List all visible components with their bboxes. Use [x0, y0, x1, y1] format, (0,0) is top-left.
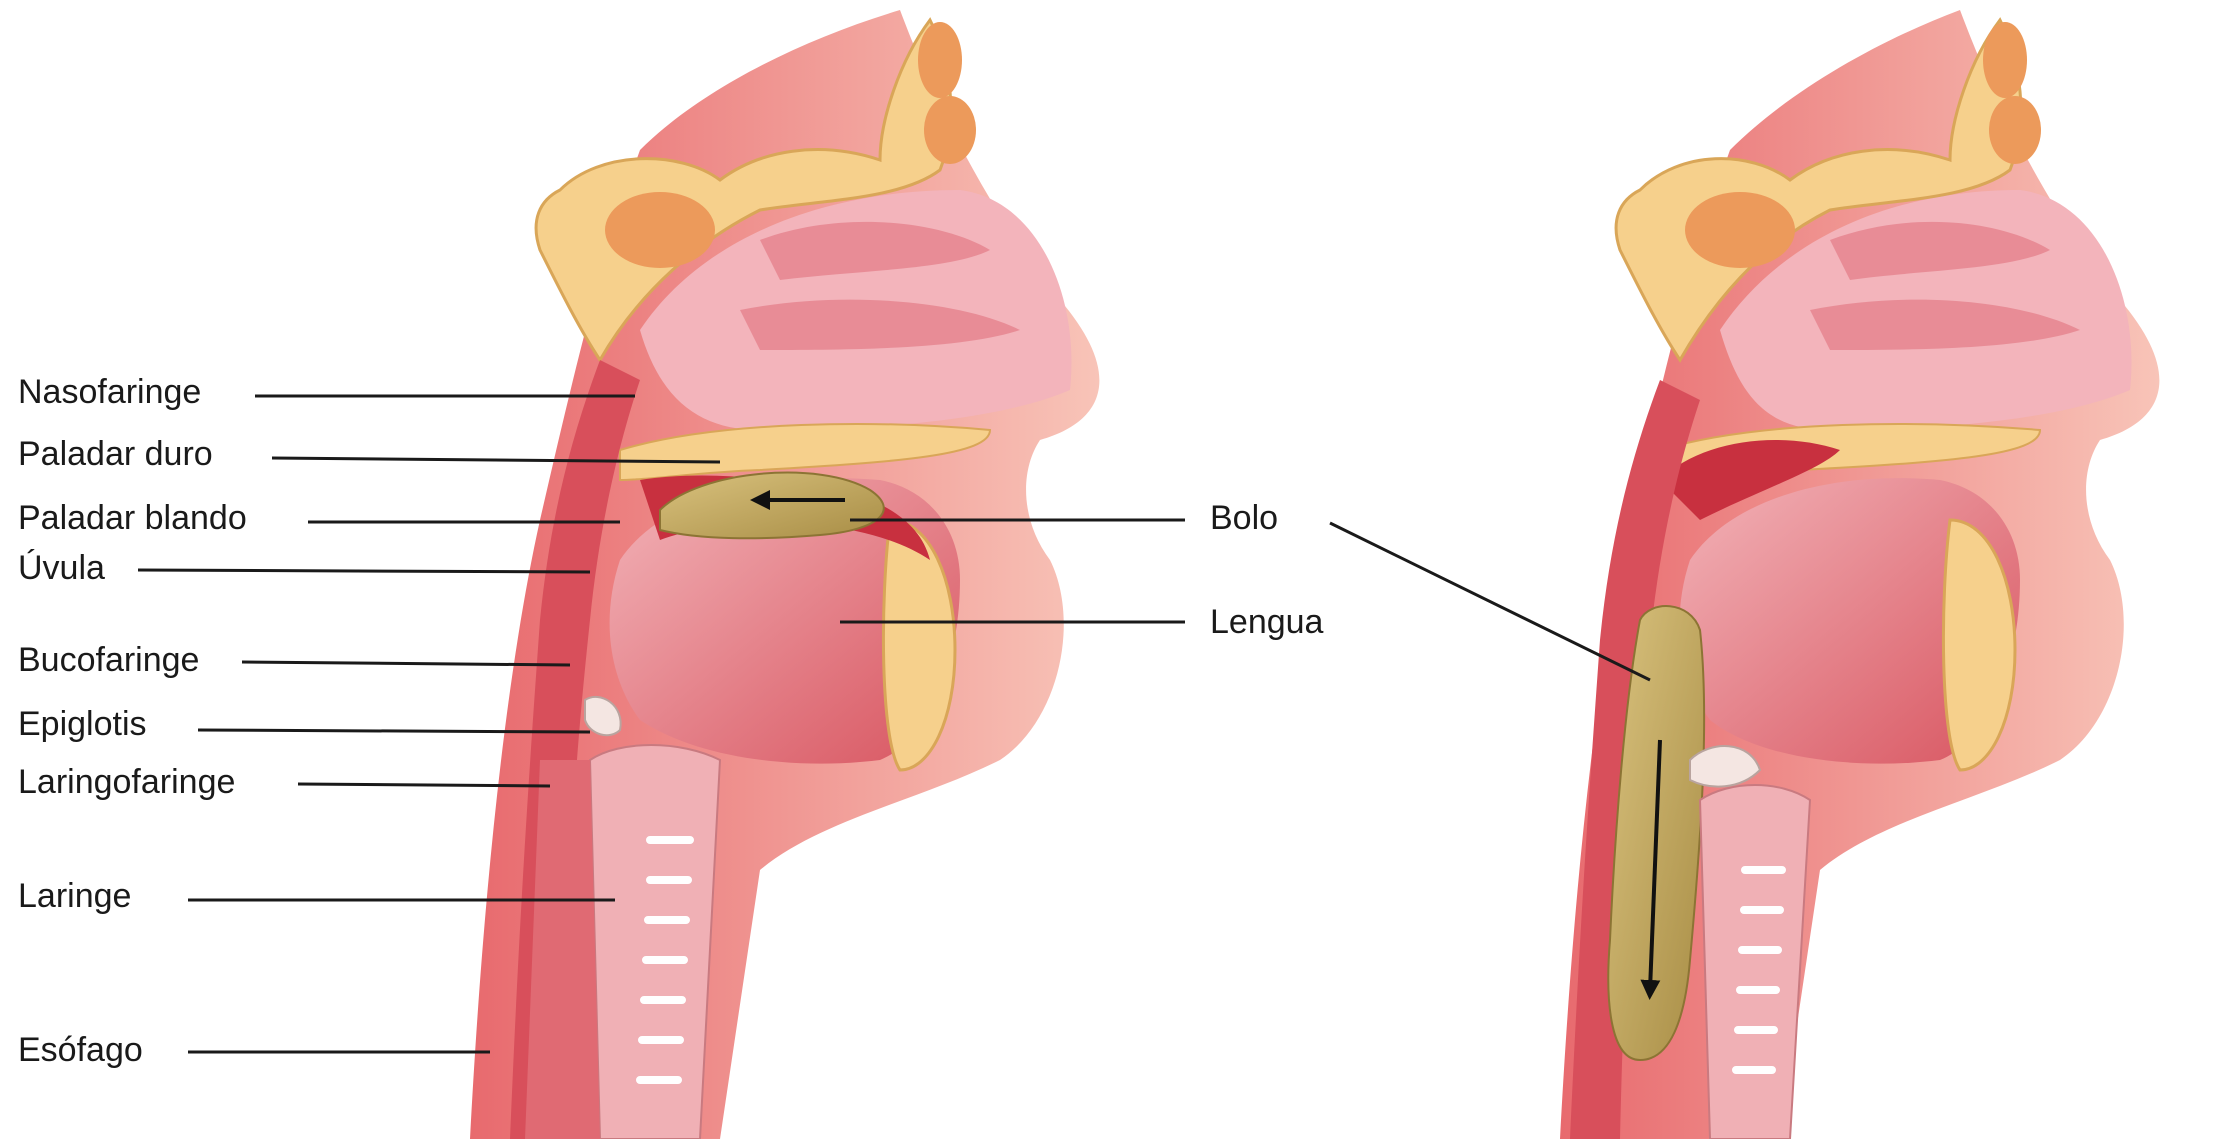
label-laringe: Laringe: [18, 876, 131, 916]
right-head-illustration: [1560, 10, 2159, 1139]
left-sinus-2: [918, 22, 962, 98]
label-bolo: Bolo: [1210, 498, 1278, 538]
label-paladar-blando: Paladar blando: [18, 498, 247, 538]
label-bucofaringe: Bucofaringe: [18, 640, 199, 680]
leader-laringofaringe: [298, 784, 550, 786]
label-esofago: Esófago: [18, 1030, 143, 1070]
leader-bolo-right: [1330, 523, 1650, 680]
right-larynx: [1700, 785, 1810, 1139]
label-uvula: Úvula: [18, 548, 105, 588]
label-nasofaringe: Nasofaringe: [18, 372, 201, 412]
label-epiglotis: Epiglotis: [18, 704, 147, 744]
leader-epiglotis: [198, 730, 590, 732]
label-paladar-duro: Paladar duro: [18, 434, 213, 474]
left-sinus-1: [605, 192, 715, 268]
right-sinus-1: [1685, 192, 1795, 268]
left-head-illustration: [470, 10, 1099, 1139]
right-sinus-3: [1989, 96, 2041, 164]
label-lengua: Lengua: [1210, 602, 1323, 642]
leader-uvula: [138, 570, 590, 572]
right-sinus-2: [1983, 22, 2027, 98]
label-laringofaringe: Laringofaringe: [18, 762, 235, 802]
left-sinus-3: [924, 96, 976, 164]
